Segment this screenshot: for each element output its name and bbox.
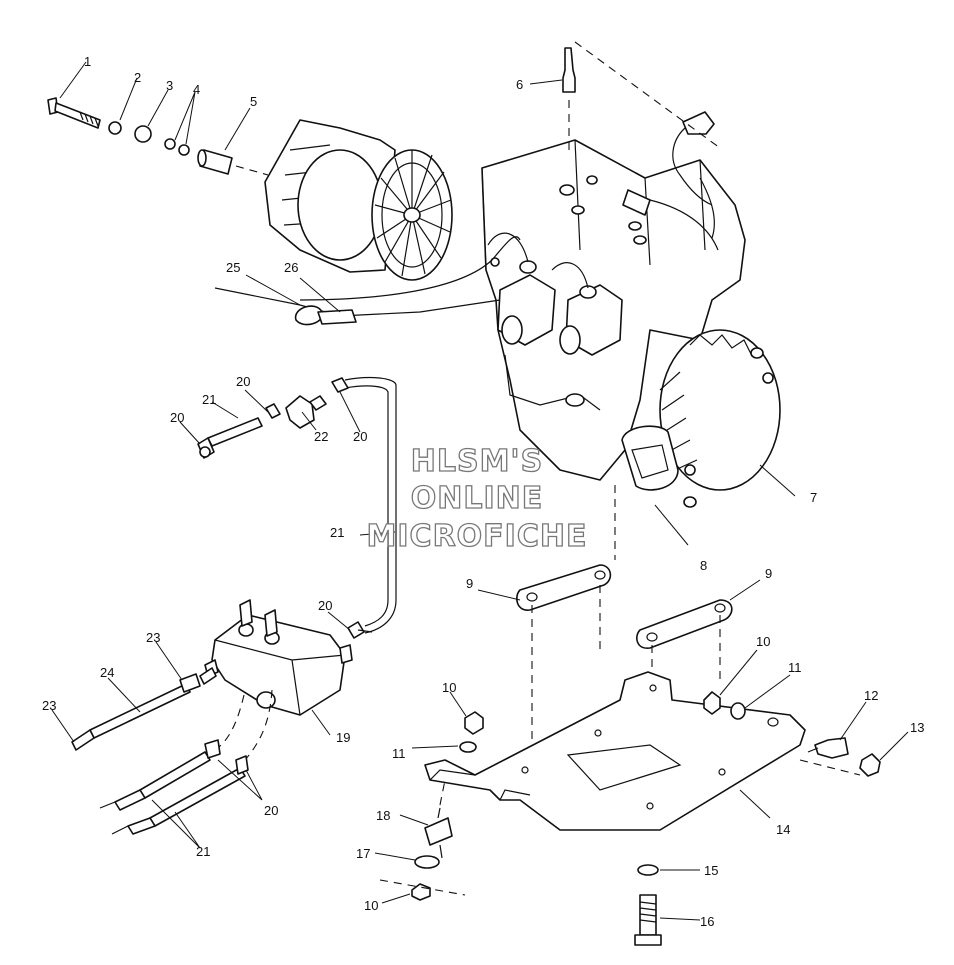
spark-plug — [562, 41, 721, 150]
callout-20d: 20 — [318, 598, 332, 613]
drive-clutch — [264, 119, 453, 281]
callout-19: 19 — [336, 730, 350, 745]
callout-7: 7 — [810, 490, 817, 505]
callout-numbers: 1 2 3 4 5 6 7 8 9 9 10 10 10 11 11 12 13… — [42, 54, 924, 929]
callout-9a: 9 — [466, 576, 473, 591]
callout-11b: 11 — [392, 746, 406, 761]
watermark-line-1: HLSM'S — [411, 444, 543, 479]
watermark-line-3: MICROFICHE — [367, 519, 588, 554]
callout-21b: 21 — [330, 525, 344, 540]
line-clamps — [347, 621, 373, 639]
callout-20a: 20 — [236, 374, 250, 389]
engine-block — [481, 111, 781, 508]
fuel-line-upper — [344, 376, 397, 634]
callout-26: 26 — [284, 260, 298, 275]
callout-13: 13 — [910, 720, 924, 735]
callout-10a: 10 — [756, 634, 770, 649]
throttle-cables — [214, 236, 521, 326]
mount-hardware — [379, 691, 881, 946]
callout-23a: 23 — [146, 630, 160, 645]
watermark-line-2: ONLINE — [411, 481, 544, 516]
clutch-bolt-stack — [47, 97, 269, 176]
callout-23b: 23 — [42, 698, 56, 713]
callout-2: 2 — [134, 70, 141, 85]
engine-base-plate — [424, 671, 806, 831]
callout-25: 25 — [226, 260, 240, 275]
callout-18: 18 — [376, 808, 390, 823]
callout-1: 1 — [84, 54, 91, 69]
callout-5: 5 — [250, 94, 257, 109]
callout-22: 22 — [314, 429, 328, 444]
callout-4: 4 — [193, 82, 200, 97]
fuel-filter-assembly — [197, 377, 349, 459]
callout-16: 16 — [700, 914, 714, 929]
callout-14: 14 — [776, 822, 790, 837]
callout-15: 15 — [704, 863, 718, 878]
callout-11a: 11 — [788, 660, 802, 675]
leader-lines — [51, 61, 909, 921]
callout-17: 17 — [356, 846, 370, 861]
watermark: HLSM'S ONLINE MICROFICHE — [366, 443, 588, 554]
callout-3: 3 — [166, 78, 173, 93]
callout-6: 6 — [516, 77, 523, 92]
fuel-pump — [204, 599, 353, 761]
callout-10c: 10 — [364, 898, 378, 913]
callout-21a: 21 — [202, 392, 216, 407]
callout-21c: 21 — [196, 844, 210, 859]
callout-12: 12 — [864, 688, 878, 703]
callout-10b: 10 — [442, 680, 456, 695]
callout-9b: 9 — [765, 566, 772, 581]
callout-20b: 20 — [170, 410, 184, 425]
callout-20c: 20 — [353, 429, 367, 444]
callout-24: 24 — [100, 665, 114, 680]
callout-20e: 20 — [264, 803, 278, 818]
callout-8: 8 — [700, 558, 707, 573]
fuel-hoses-21 — [99, 739, 249, 835]
fuel-hose-24 — [71, 667, 217, 751]
